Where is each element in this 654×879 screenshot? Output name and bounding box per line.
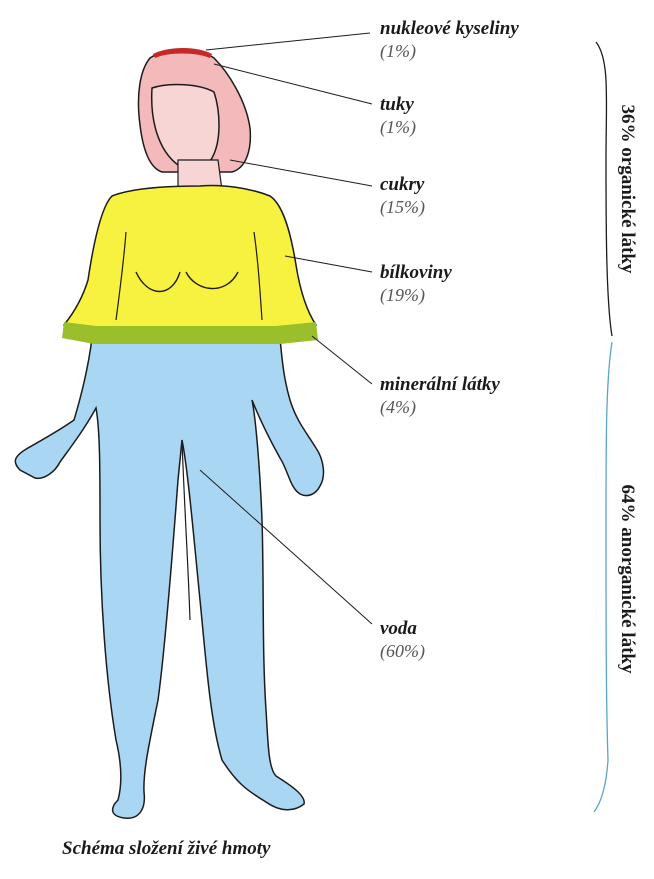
label-name: minerální látky (380, 374, 500, 396)
label-fats: tuky (1%) (380, 94, 416, 138)
lower-body-shape (15, 338, 323, 818)
torso-shape (64, 185, 316, 338)
brace-inorganic (594, 342, 612, 812)
inorganic-group-label: 64% anorganické látky (616, 459, 638, 699)
leader-line (230, 160, 372, 186)
label-percent: (19%) (380, 284, 452, 306)
label-name: voda (380, 618, 425, 640)
label-percent: (1%) (380, 40, 519, 62)
organic-group-label: 36% organické látky (616, 89, 638, 289)
label-percent: (15%) (380, 196, 425, 218)
brace-organic (596, 42, 612, 336)
label-minerals: minerální látky (4%) (380, 374, 500, 418)
label-sugars: cukry (15%) (380, 174, 425, 218)
label-proteins: bílkoviny (19%) (380, 262, 452, 306)
label-percent: (1%) (380, 116, 416, 138)
label-nucleic-acids: nukleové kyseliny (1%) (380, 18, 519, 62)
label-name: bílkoviny (380, 262, 452, 284)
label-name: tuky (380, 94, 416, 116)
label-percent: (4%) (380, 396, 500, 418)
leader-line (312, 336, 372, 384)
leader-line (206, 33, 370, 50)
label-name: nukleové kyseliny (380, 18, 519, 40)
label-name: cukry (380, 174, 425, 196)
label-water: voda (60%) (380, 618, 425, 662)
diagram-caption: Schéma složení živé hmoty (62, 838, 270, 860)
label-percent: (60%) (380, 640, 425, 662)
leader-line (285, 256, 372, 272)
